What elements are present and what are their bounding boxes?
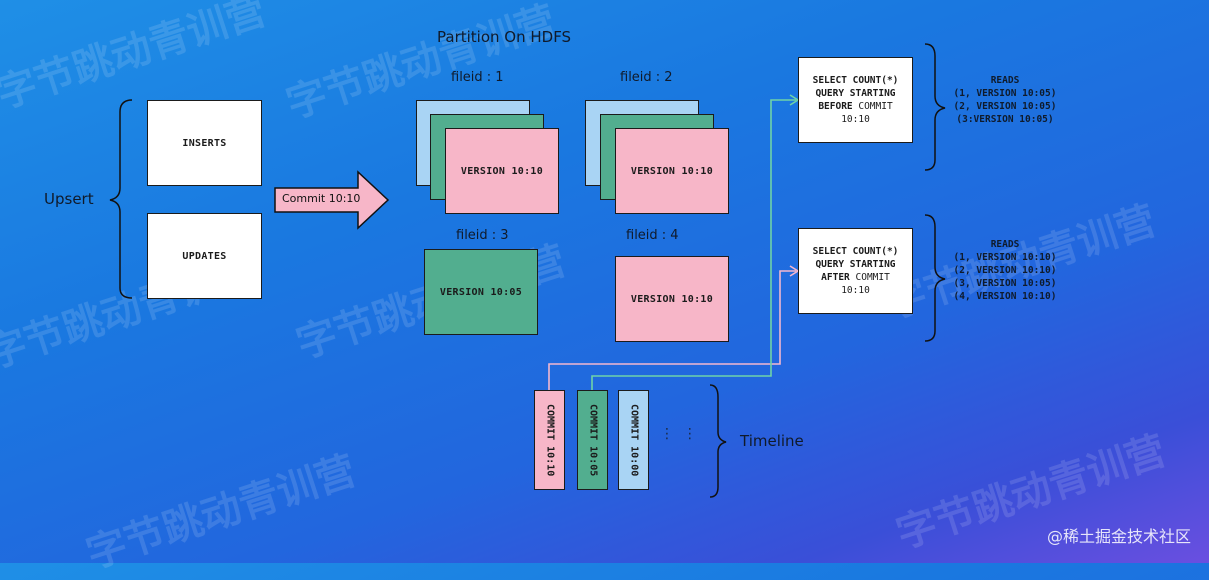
commit-arrow-label: Commit 10:10 <box>282 192 361 205</box>
updates-label: UPDATES <box>182 250 227 262</box>
commit-1000-box: COMMIT 10:00 <box>618 390 649 490</box>
fileid-4-version-1010: VERSION 10:10 <box>615 256 729 342</box>
commit-1000-label: COMMIT 10:00 <box>628 403 640 477</box>
query-before-line2: QUERY STARTING <box>815 88 896 99</box>
fileid-3-label: fileid : 3 <box>456 228 509 243</box>
commit-1010-connector <box>548 270 796 390</box>
partition-title: Partition On HDFS <box>437 28 572 46</box>
fileid-1-version-label: VERSION 10:10 <box>460 165 544 177</box>
query-before-line1: SELECT COUNT(*) <box>812 75 899 86</box>
commit-1005-label: COMMIT 10:05 <box>587 403 599 477</box>
query-after-line4: 10:10 <box>841 285 870 296</box>
reads-after-brace <box>924 214 946 342</box>
query-after-line3: AFTER COMMIT <box>821 272 890 283</box>
timeline-brace <box>709 384 727 498</box>
commit-1010-label: COMMIT 10:10 <box>544 403 556 477</box>
query-after-line2: QUERY STARTING <box>815 259 896 270</box>
reads-after-text: READS (1, VERSION 10:10) (2, VERSION 10:… <box>953 239 1057 302</box>
commit-1005-connector <box>591 99 796 390</box>
query-after-box: SELECT COUNT(*) QUERY STARTING AFTER COM… <box>798 228 913 314</box>
query-after-line1: SELECT COUNT(*) <box>812 246 899 257</box>
fileid-1-version-1010: VERSION 10:10 <box>445 128 559 214</box>
commit-arrow-shape <box>274 170 390 230</box>
updates-box: UPDATES <box>147 213 262 299</box>
commit-1005-box: COMMIT 10:05 <box>577 390 608 490</box>
timeline-label: Timeline <box>740 432 804 450</box>
fileid-2-version-1010: VERSION 10:10 <box>615 128 729 214</box>
query-before-box: SELECT COUNT(*) QUERY STARTING BEFORE CO… <box>798 57 913 143</box>
fileid-2-label: fileid : 2 <box>620 70 673 85</box>
fileid-3-version-label: VERSION 10:05 <box>439 286 523 298</box>
fileid-4-version-label: VERSION 10:10 <box>630 293 714 305</box>
timeline-dots: ⋮ ⋮ <box>660 426 697 442</box>
credit-watermark: @稀土掘金技术社区 <box>1046 527 1191 546</box>
commit-1010-box: COMMIT 10:10 <box>534 390 565 490</box>
query-before-line3: BEFORE COMMIT <box>818 101 893 112</box>
fileid-3-version-1005: VERSION 10:05 <box>424 249 538 335</box>
query-before-line4: 10:10 <box>841 114 870 125</box>
upsert-label: Upsert <box>44 190 94 208</box>
inserts-box: INSERTS <box>147 100 262 186</box>
upsert-brace <box>109 99 133 299</box>
reads-before-text: READS (1, VERSION 10:05) (2, VERSION 10:… <box>953 75 1057 125</box>
inserts-label: INSERTS <box>182 137 227 149</box>
fileid-2-version-label: VERSION 10:10 <box>630 165 714 177</box>
diagram-lines <box>109 43 946 498</box>
fileid-4-label: fileid : 4 <box>626 228 679 243</box>
fileid-1-label: fileid : 1 <box>451 70 504 85</box>
reads-before-brace <box>924 43 946 171</box>
